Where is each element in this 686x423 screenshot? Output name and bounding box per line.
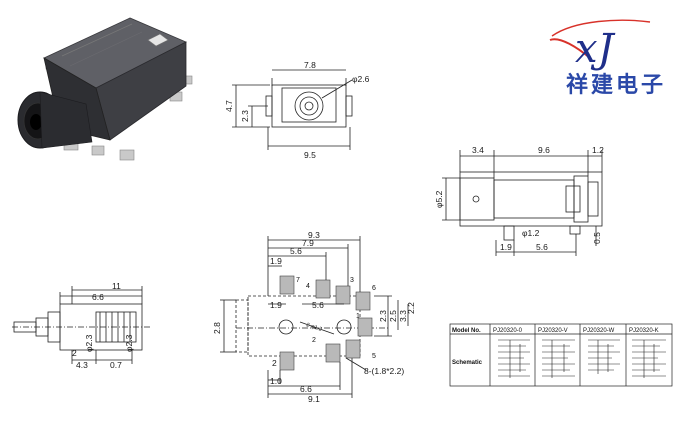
side-tip-label: 1.2 — [592, 145, 604, 155]
side-left-label: 3.4 — [472, 145, 484, 155]
product-photo — [17, 17, 193, 161]
fp-a-label: 1.9 — [270, 256, 282, 266]
fp-pad-note: 8-(1.8*2.2) — [364, 366, 404, 376]
table-model-1: PJ20320-V — [538, 328, 568, 334]
pin-label-2: 2 — [312, 337, 316, 344]
fp-r4-label: 2.2 — [406, 302, 416, 314]
side-b-label: 5.6 — [536, 242, 548, 252]
side-view — [442, 150, 603, 256]
plug-g-label: 2 — [72, 348, 77, 358]
fp-r2-label: 2.5 — [388, 310, 398, 322]
company-logo: xJ 祥建电子 — [549, 19, 666, 98]
pin-label-3: 3 — [350, 277, 354, 284]
fp-e3-label: 6.6 — [300, 384, 312, 394]
fp-e1-label: 2 — [272, 358, 277, 368]
fp-c-label: 5.6 — [312, 300, 324, 310]
side-dia-label: φ5.2 — [434, 190, 444, 208]
table-model-3: PJ20320-K — [629, 328, 659, 334]
pin-label-6: 6 — [372, 285, 376, 292]
table-header-label: Model No. — [452, 328, 481, 334]
pin-label-7: 7 — [296, 277, 300, 284]
table-model-0: PJ20320-0 — [493, 328, 523, 334]
plug-d2-label: φ2.3 — [124, 334, 134, 352]
pin-label-5: 5 — [372, 353, 376, 360]
fp-h-label: 2.8 — [212, 322, 222, 334]
fp-r1-label: 2.3 — [378, 310, 388, 322]
fp-w2-label: 7.9 — [302, 238, 314, 248]
logo-company-name: 祥建电子 — [566, 72, 666, 98]
pin-label-1: 1 — [356, 313, 360, 320]
pin-label-4: 4 — [306, 283, 310, 290]
table-model-2: PJ20320-W — [583, 328, 615, 334]
side-c-label: 0.5 — [592, 232, 602, 244]
model-table — [449, 323, 673, 387]
fp-hole-note: 2-φ1.2 — [305, 322, 322, 333]
plug-total-label: 11 — [112, 281, 121, 291]
fp-r3-label: 3.3 — [398, 310, 408, 322]
side-a-label: 1.9 — [500, 242, 512, 252]
table-row-label: Schematic — [452, 360, 483, 366]
front-hole-label: φ2.6 — [352, 74, 370, 84]
plug-d1-label: φ2.3 — [84, 334, 94, 352]
footprint-view — [220, 236, 409, 398]
logo-mark: xJ — [575, 26, 616, 72]
plug-mid-label: 6.6 — [92, 292, 104, 302]
plug-w1-label: 4.3 — [76, 360, 88, 370]
side-body-label: 9.6 — [538, 145, 550, 155]
plug-w2-label: 0.7 — [110, 360, 122, 370]
front-width-label: 7.8 — [304, 60, 316, 70]
fp-w3-label: 5.6 — [290, 246, 302, 256]
front-height-label: 4.7 — [224, 100, 234, 112]
front-offset-label: 2.3 — [240, 110, 250, 122]
front-base-label: 9.5 — [304, 150, 316, 160]
fp-e4-label: 9.1 — [308, 394, 320, 404]
front-view — [232, 69, 353, 150]
fp-e2-label: 1.0 — [270, 376, 282, 386]
fp-w1-label: 9.3 — [308, 230, 320, 240]
plug-view — [12, 286, 150, 364]
side-pin-label: φ1.2 — [522, 228, 540, 238]
fp-b-label: 1.9 — [270, 300, 282, 310]
